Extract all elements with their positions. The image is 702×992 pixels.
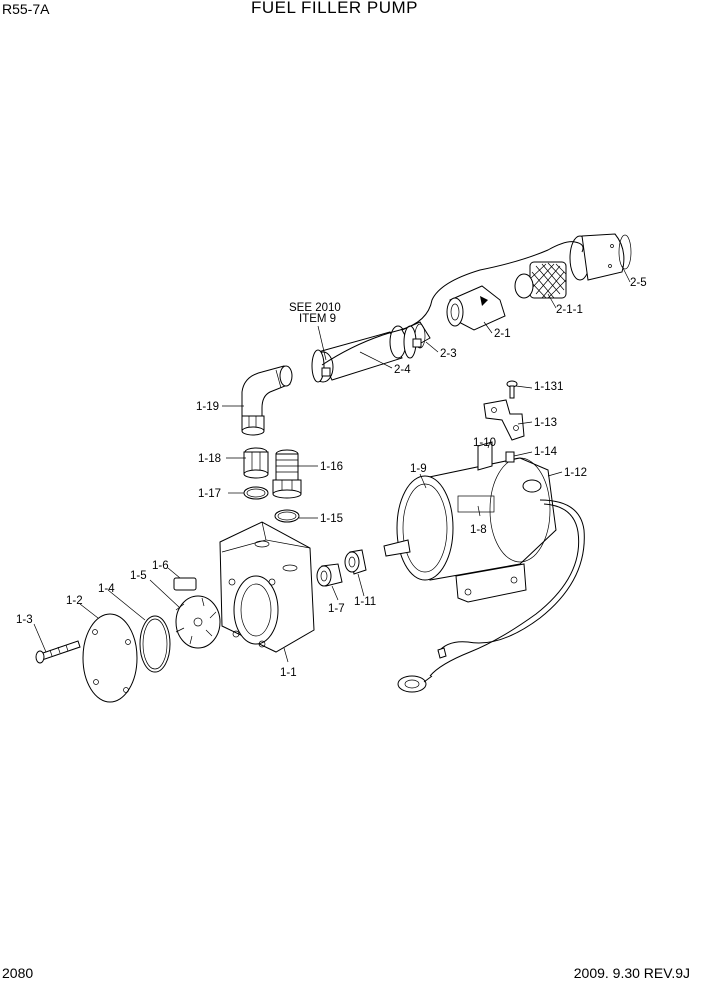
hose-clamps-2-3 bbox=[311, 325, 422, 383]
callout-1-1: 1-1 bbox=[280, 667, 297, 679]
callout-1-8: 1-8 bbox=[470, 524, 487, 536]
callout-2-3: 2-3 bbox=[440, 348, 457, 360]
note-item-9: ITEM 9 bbox=[299, 313, 336, 325]
callout-1-14: 1-14 bbox=[534, 446, 558, 458]
pump-body-1-1 bbox=[219, 521, 315, 653]
callout-1-19: 1-19 bbox=[196, 401, 219, 413]
adapter-1-18 bbox=[243, 447, 269, 479]
callout-2-1: 2-1 bbox=[494, 328, 511, 340]
oring-1-4 bbox=[139, 615, 171, 673]
motor-1-9 bbox=[383, 441, 557, 603]
strainer-chain bbox=[321, 241, 584, 366]
screw-1-3 bbox=[35, 640, 81, 664]
callout-1-15: 1-15 bbox=[320, 513, 343, 525]
callout-2-4: 2-4 bbox=[394, 364, 411, 376]
key-1-6 bbox=[173, 577, 197, 591]
revision-date: 2009. 9.30 REV.9J bbox=[573, 965, 690, 981]
callout-1-3: 1-3 bbox=[16, 614, 33, 626]
callout-1-4: 1-4 bbox=[98, 583, 115, 595]
callout-1-10: 1-10 bbox=[473, 437, 496, 449]
strainer-cap-2-5 bbox=[569, 233, 632, 281]
motor-cable-2 bbox=[429, 503, 580, 677]
ring-terminal bbox=[397, 675, 427, 693]
check-valve-2-1 bbox=[446, 285, 506, 331]
model-code: R55-7A bbox=[2, 1, 50, 17]
motor-cable bbox=[437, 499, 585, 653]
callout-1-17: 1-17 bbox=[198, 488, 221, 500]
callout-1-6: 1-6 bbox=[152, 560, 169, 572]
callout-1-5: 1-5 bbox=[130, 570, 147, 582]
callout-1-9: 1-9 bbox=[410, 463, 427, 475]
bushing-1-7 bbox=[316, 563, 343, 587]
strainer-2-1-1 bbox=[514, 261, 567, 299]
callout-2-5: 2-5 bbox=[630, 277, 647, 289]
leader-lines bbox=[33, 265, 631, 663]
note-see-2010: SEE 2010 bbox=[289, 302, 341, 314]
bushing-1-11 bbox=[344, 549, 367, 575]
callout-1-131: 1-131 bbox=[534, 381, 563, 393]
callout-1-7: 1-7 bbox=[328, 603, 345, 615]
oring-1-17 bbox=[243, 486, 269, 500]
callout-1-2: 1-2 bbox=[66, 595, 83, 607]
callout-1-11: 1-11 bbox=[354, 596, 376, 608]
impeller-1-5 bbox=[175, 595, 221, 649]
callout-1-12: 1-12 bbox=[564, 467, 587, 479]
cover-plate-1-2 bbox=[82, 613, 138, 703]
nipple-1-16 bbox=[272, 449, 302, 499]
page-number: 2080 bbox=[2, 965, 34, 981]
callout-1-16: 1-16 bbox=[320, 461, 343, 473]
page-title: FUEL FILLER PUMP bbox=[251, 0, 419, 17]
bracket-1-13 bbox=[483, 399, 525, 441]
wire-terminal bbox=[437, 647, 447, 659]
oring-1-15 bbox=[274, 509, 300, 523]
callout-2-1-1: 2-1-1 bbox=[556, 304, 583, 316]
elbow-1-19 bbox=[241, 365, 293, 436]
callout-1-13: 1-13 bbox=[534, 417, 557, 429]
callout-1-18: 1-18 bbox=[198, 453, 221, 465]
screw-1-131 bbox=[506, 380, 518, 399]
